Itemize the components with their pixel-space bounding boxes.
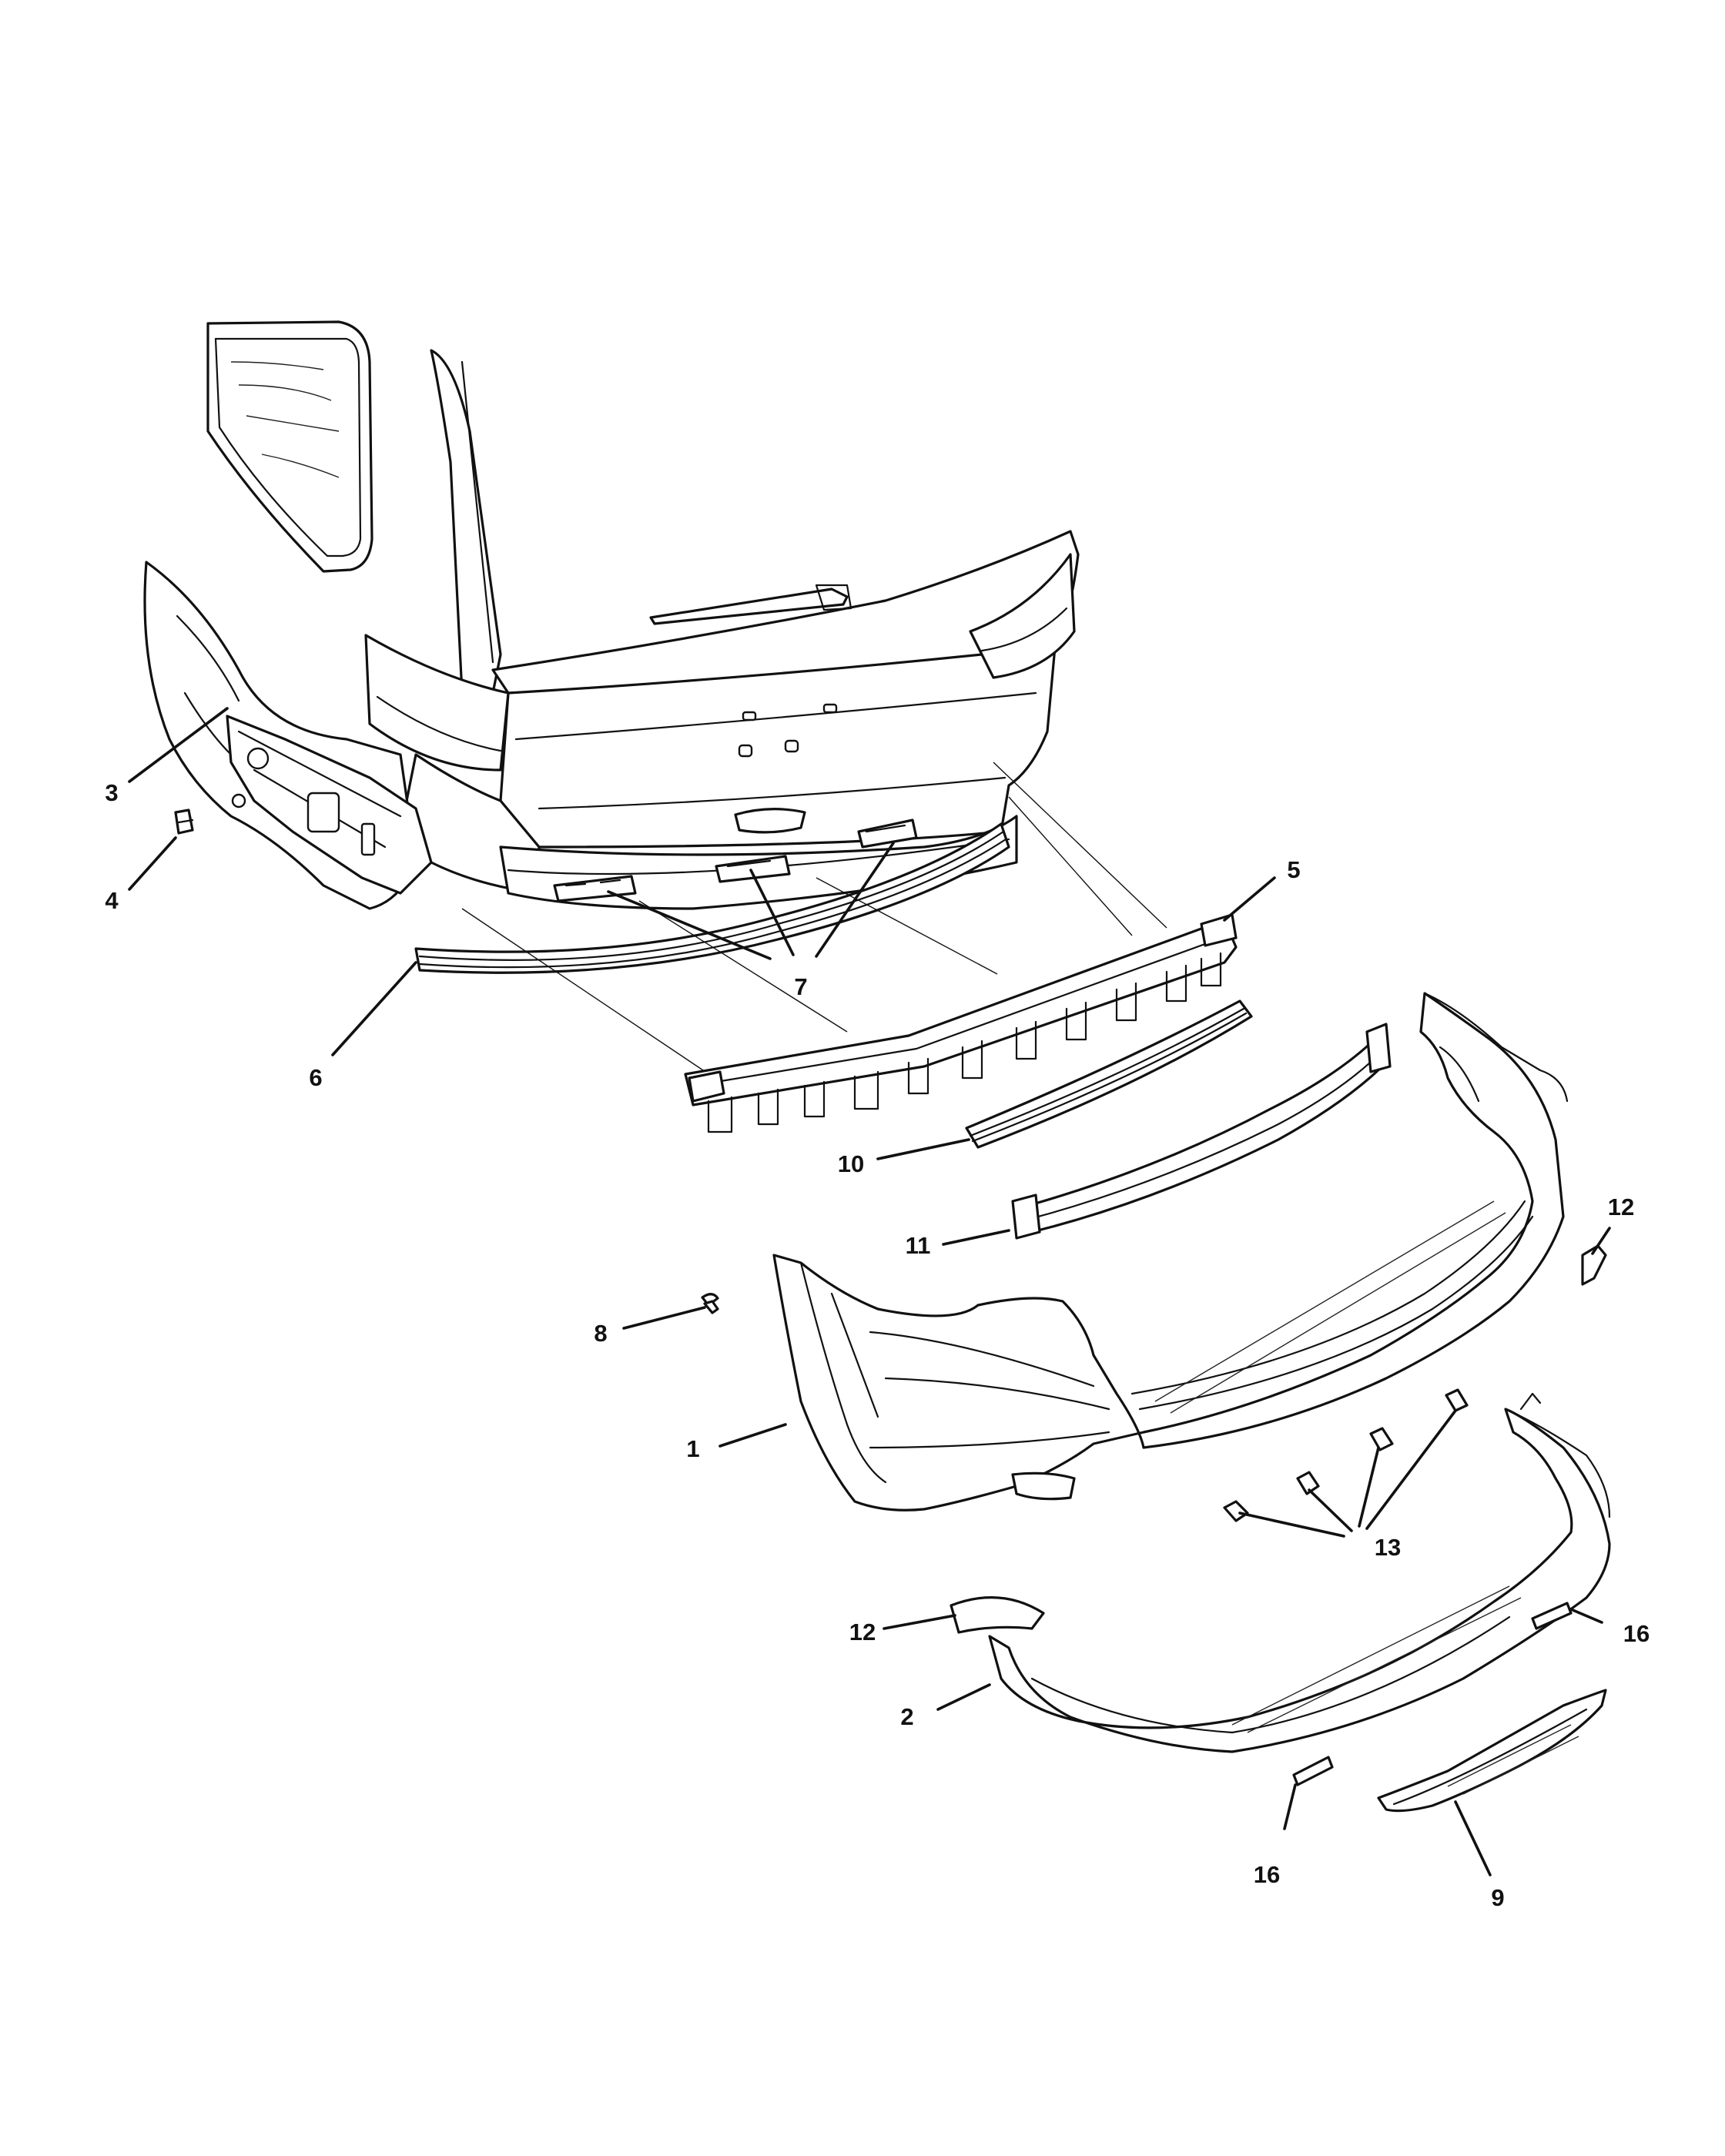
callout-5: 5 xyxy=(1287,856,1300,883)
callout-labels: 3 4 5 6 7 10 11 12 8 1 13 12 16 2 16 9 xyxy=(105,779,1650,1911)
bumper-applique xyxy=(965,999,1253,1149)
fastener-nut xyxy=(174,808,194,835)
callout-1: 1 xyxy=(686,1435,699,1462)
reference-lines xyxy=(461,762,1167,1077)
callout-4: 4 xyxy=(105,887,119,914)
callout-7: 7 xyxy=(794,973,807,1000)
fascia-retainer xyxy=(1011,1023,1392,1240)
rear-fascia xyxy=(772,992,1569,1512)
leader-lines xyxy=(128,707,1611,1876)
lower-brackets xyxy=(1292,1602,1573,1786)
lower-fascia xyxy=(988,1392,1611,1753)
callout-6: 6 xyxy=(309,1064,322,1091)
caps xyxy=(950,1244,1607,1634)
push-pin xyxy=(701,1293,719,1314)
callout-16-lower: 16 xyxy=(1254,1861,1280,1888)
energy-absorber xyxy=(684,913,1238,1133)
callout-16-right: 16 xyxy=(1623,1620,1650,1647)
rear-bumper-reinforcement xyxy=(414,822,1010,974)
callout-9: 9 xyxy=(1491,1884,1504,1911)
callout-11: 11 xyxy=(906,1232,931,1259)
callout-3: 3 xyxy=(105,779,118,806)
callout-8: 8 xyxy=(594,1320,607,1347)
callout-12-lower: 12 xyxy=(849,1619,876,1645)
clips xyxy=(1223,1388,1469,1522)
callout-10: 10 xyxy=(838,1150,864,1177)
rear-diffuser xyxy=(1377,1689,1607,1813)
vehicle-rear-body xyxy=(143,320,1080,910)
callout-13: 13 xyxy=(1375,1534,1401,1561)
callout-2: 2 xyxy=(900,1703,913,1730)
callout-12-upper: 12 xyxy=(1608,1194,1634,1220)
